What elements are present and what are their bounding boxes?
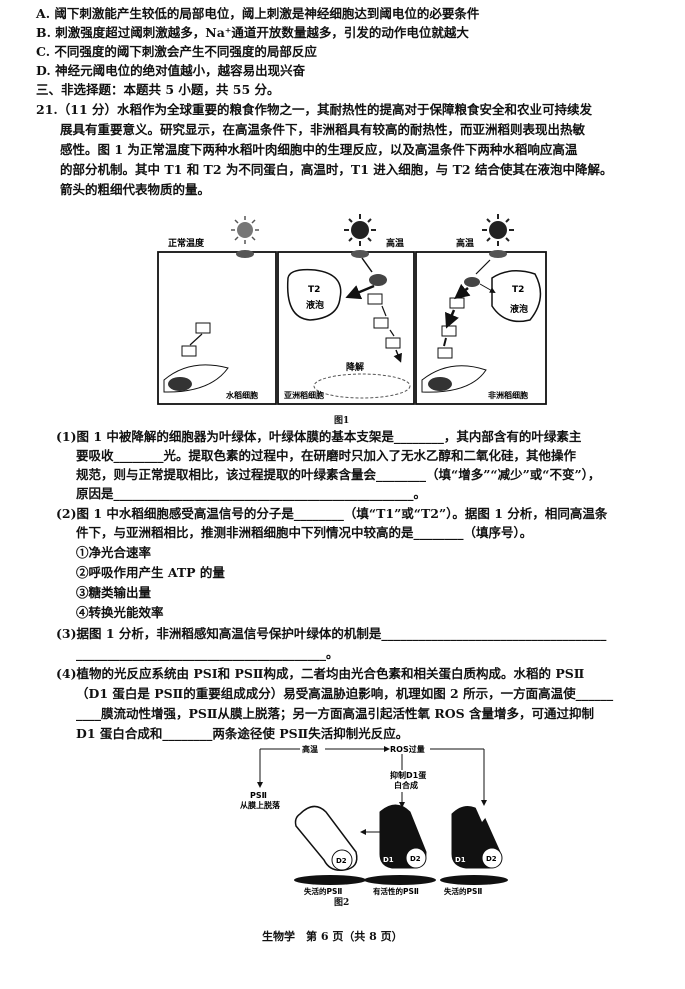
q4-line-2: （D1 蛋白是 PSⅡ的重要组成成分）易受高温胁迫影响，机理如图 2 所示，一方… (76, 686, 614, 701)
figure-1-caption: 图1 (334, 416, 350, 426)
section-header: 三、非选择题：本题共 5 小题，共 55 分。 (36, 82, 280, 97)
q2-line-1: (2)图 1 中水稻细胞感受高温信号的分子是________（填“T1”或“T2… (56, 506, 608, 521)
q2-option-4: ④转换光能效率 (76, 605, 164, 620)
q1-line-4: 原因是_____________________________________… (76, 486, 427, 501)
q21-line-2: 展具有重要意义。研究显示，在高温条件下，非洲稻具有较高的耐热性，而亚洲稻则表现出… (60, 122, 586, 137)
svg-text:D1: D1 (455, 856, 466, 864)
label-inhibit-2: 白合成 (394, 780, 418, 790)
african-cell-frame (415, 251, 547, 405)
label-t2-b: T2 (512, 285, 524, 295)
q4-line-4: D1 蛋白合成和________两条途径使 PSⅡ失活抑制光反应。 (76, 726, 409, 741)
inactive-psii-1: D2 (294, 805, 366, 885)
t1-t2-complex (369, 274, 387, 286)
label-normal-temp: 正常温度 (168, 237, 205, 249)
label-detach-2: 从膜上脱落 (240, 800, 281, 810)
q1-line-3: 规范，则与正常提取相比，该过程提取的叶绿素含量会________（填“增多”“减… (76, 467, 601, 482)
receptor (236, 250, 254, 258)
q21-line-4: 的部分机制。其中 T1 和 T2 为不同蛋白，高温时，T1 进入细胞，与 T2 … (60, 162, 613, 177)
label-ros: ROS过量 (390, 744, 425, 754)
label-inhibit-1: 抑制D1蛋 (390, 770, 426, 780)
thylakoid (168, 377, 192, 391)
q2-option-2: ②呼吸作用产生 ATP 的量 (76, 565, 225, 580)
receptor (489, 250, 507, 258)
label-inactive-2: 失活的PSⅡ (444, 886, 482, 896)
figure-1: 正常温度 高温 高温 水稻细胞 T2 液泡 降解 亚洲稻细胞 T2 液泡 非洲稻… (157, 214, 547, 405)
label-asian-cell: 亚洲稻细胞 (284, 390, 324, 400)
option-c: C. 不同强度的阈下刺激会产生不同强度的局部反应 (36, 44, 317, 59)
sun-icon (231, 216, 259, 244)
sun-icon (344, 214, 376, 246)
q4-line-3: ____膜流动性增强，PSⅡ从膜上脱落；另一方面高温引起活性氧 ROS 含量增多… (76, 706, 594, 721)
t2-box (181, 345, 197, 357)
q2-line-2: 件下，与亚洲稻相比，推测非洲稻细胞中下列情况中较高的是________（填序号）… (76, 525, 533, 540)
figure-2: 高温 ROS过量 抑制D1蛋 白合成 PSⅡ 从膜上脱落 D2 D1 D2 D1… (240, 744, 508, 896)
t2-box (195, 322, 211, 334)
label-african-cell: 非洲稻细胞 (488, 390, 528, 400)
q3-line-1: (3)据图 1 分析，非洲稻感知高温信号保护叶绿体的机制是___________… (56, 626, 607, 641)
q1-line-1: (1)图 1 中被降解的细胞器为叶绿体，叶绿体膜的基本支架是________，其… (56, 429, 582, 444)
label-high-temp-1: 高温 (386, 237, 404, 249)
label-degrade: 降解 (346, 361, 364, 373)
q21-line-1: 21.（11 分）水稻作为全球重要的粮食作物之一，其耐热性的提高对于保障粮食安全… (36, 102, 592, 117)
page-footer: 生物学 第 6 页（共 8 页） (262, 930, 403, 943)
vacuole (491, 270, 542, 323)
degraded-chloroplast (313, 373, 411, 399)
label-inactive-1: 失活的PSⅡ (304, 886, 342, 896)
option-b: B. 刺激强度超过阈刺激越多，Na⁺通道开放数量越多，引发的动作电位就越大 (36, 25, 469, 40)
label-vacuole-1: 液泡 (306, 299, 324, 311)
label-high-temp: 高温 (302, 744, 318, 754)
q21-line-3: 感性。图 1 为正常温度下两种水稻叶肉细胞中的生理反应，以及高温条件下两种水稻响… (60, 142, 578, 157)
label-vacuole-2: 液泡 (510, 303, 528, 315)
inactive-psii-2: D1 D2 (440, 804, 508, 885)
label-rice-cell: 水稻细胞 (225, 390, 258, 400)
svg-text:D2: D2 (486, 855, 497, 863)
svg-text:D1: D1 (383, 856, 394, 864)
option-a: A. 阈下刺激能产生较低的局部电位，阈上刺激是神经细胞达到阈电位的必要条件 (36, 6, 480, 21)
q4-line-1: (4)植物的光反应系统由 PSⅠ和 PSⅡ构成，二者均由光合色素和相关蛋白质构成… (56, 666, 585, 681)
svg-text:D2: D2 (410, 855, 421, 863)
rice-cell-frame (157, 251, 277, 405)
label-t2-a: T2 (308, 285, 320, 295)
q21-line-5: 箭头的粗细代表物质的量。 (60, 182, 211, 197)
active-psii: D1 D2 (364, 804, 436, 885)
q1-line-2: 要吸收________光。提取色素的过程中，在研磨时只加入了无水乙醇和二氧化硅，… (76, 448, 577, 463)
sun-icon (482, 214, 514, 246)
svg-text:D2: D2 (336, 857, 347, 865)
label-high-temp-2: 高温 (456, 237, 474, 249)
receptor (351, 250, 369, 258)
vacuole (286, 268, 342, 321)
q3-line-2: ________________________________________… (76, 646, 339, 661)
figure-2-caption: 图2 (334, 898, 350, 908)
option-d: D. 神经元阈电位的绝对值越小，越容易出现兴奋 (36, 63, 306, 78)
asian-cell-frame (277, 251, 415, 405)
label-active: 有活性的PSⅡ (373, 886, 419, 896)
label-detach-1: PSⅡ (250, 791, 267, 800)
q2-option-1: ①净光合速率 (76, 545, 152, 560)
q2-option-3: ③糖类输出量 (76, 585, 152, 600)
